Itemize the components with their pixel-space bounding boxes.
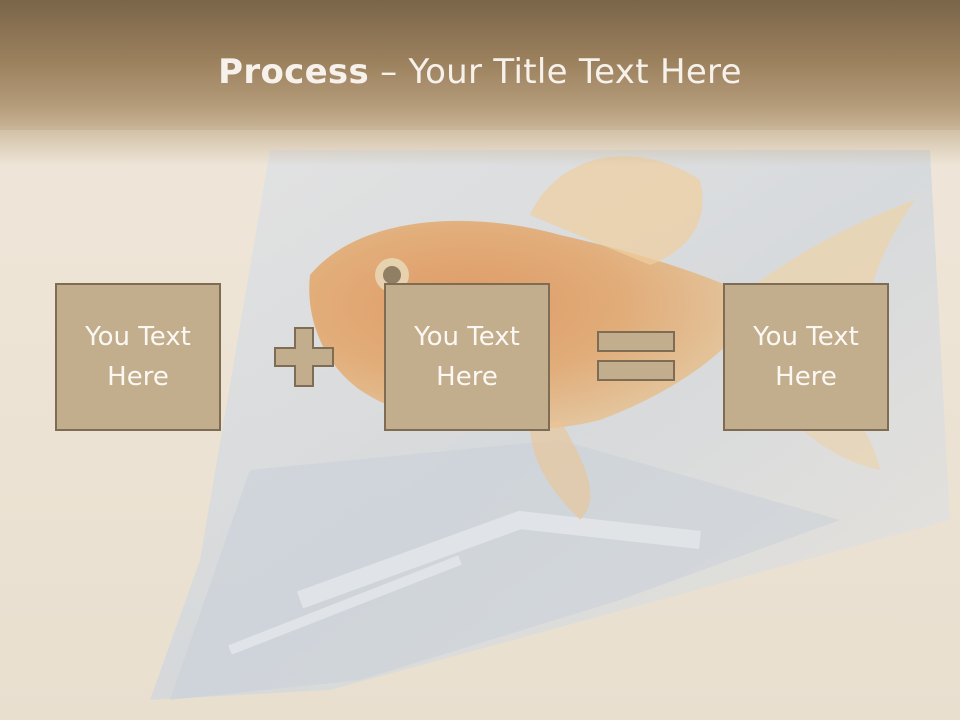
title-bold: Process [218,52,370,92]
process-box-1-text: You Text Here [85,322,191,392]
slide-title: Process – Your Title Text Here [0,52,960,92]
title-rest: – Your Title Text Here [369,52,742,92]
process-box-1[interactable]: You Text Here [55,283,221,431]
process-box-3[interactable]: You Text Here [723,283,889,431]
process-box-2-text: You Text Here [414,322,520,392]
plus-icon [274,327,334,387]
process-box-2[interactable]: You Text Here [384,283,550,431]
title-bar [0,0,960,130]
process-box-3-text: You Text Here [753,322,859,392]
equals-icon [597,331,675,381]
